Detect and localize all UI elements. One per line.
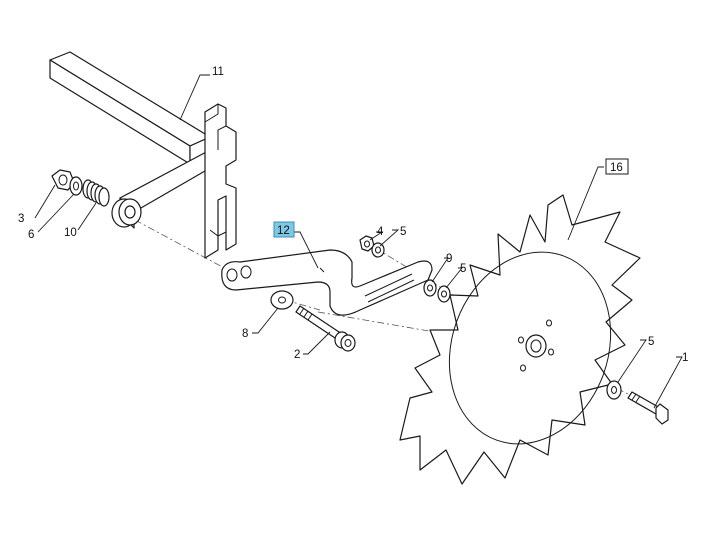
part-12-scraper-arm [221, 249, 433, 316]
part-6-washer [69, 176, 83, 196]
callout-9: 9 [446, 253, 452, 265]
part-9-washer [423, 279, 437, 297]
part-5-washer-upper [371, 242, 385, 258]
leader-lines [34, 74, 683, 409]
part-5-washer-lower [606, 380, 622, 400]
callout-12: 12 [277, 225, 290, 237]
callout-2: 2 [294, 349, 300, 361]
callout-5-middle: 5 [460, 263, 466, 275]
callout-5-upper: 5 [400, 226, 406, 238]
callout-8: 8 [242, 328, 248, 340]
callout-labels: 11 3 6 10 12 4 5 9 5 8 2 16 5 1 [18, 66, 688, 364]
callout-3: 3 [18, 213, 24, 225]
part-1-hex-bolt [627, 391, 669, 425]
part-5-washer-middle [437, 285, 451, 303]
callout-6: 6 [28, 229, 34, 241]
callout-4: 4 [377, 226, 384, 238]
callout-1: 1 [682, 352, 688, 364]
part-10-spring [82, 179, 110, 207]
callout-5-lower: 5 [648, 336, 654, 348]
callout-16-box [605, 158, 629, 175]
part-8-washer [270, 290, 294, 310]
part-2-socket-screw [295, 305, 356, 352]
callout-16: 16 [610, 162, 623, 174]
part-16-star-wheel [399, 194, 641, 485]
callout-12-highlight-box [273, 221, 295, 238]
part-11-frame-arm [49, 51, 237, 259]
callout-11: 11 [212, 66, 224, 78]
callout-10: 10 [64, 227, 77, 239]
